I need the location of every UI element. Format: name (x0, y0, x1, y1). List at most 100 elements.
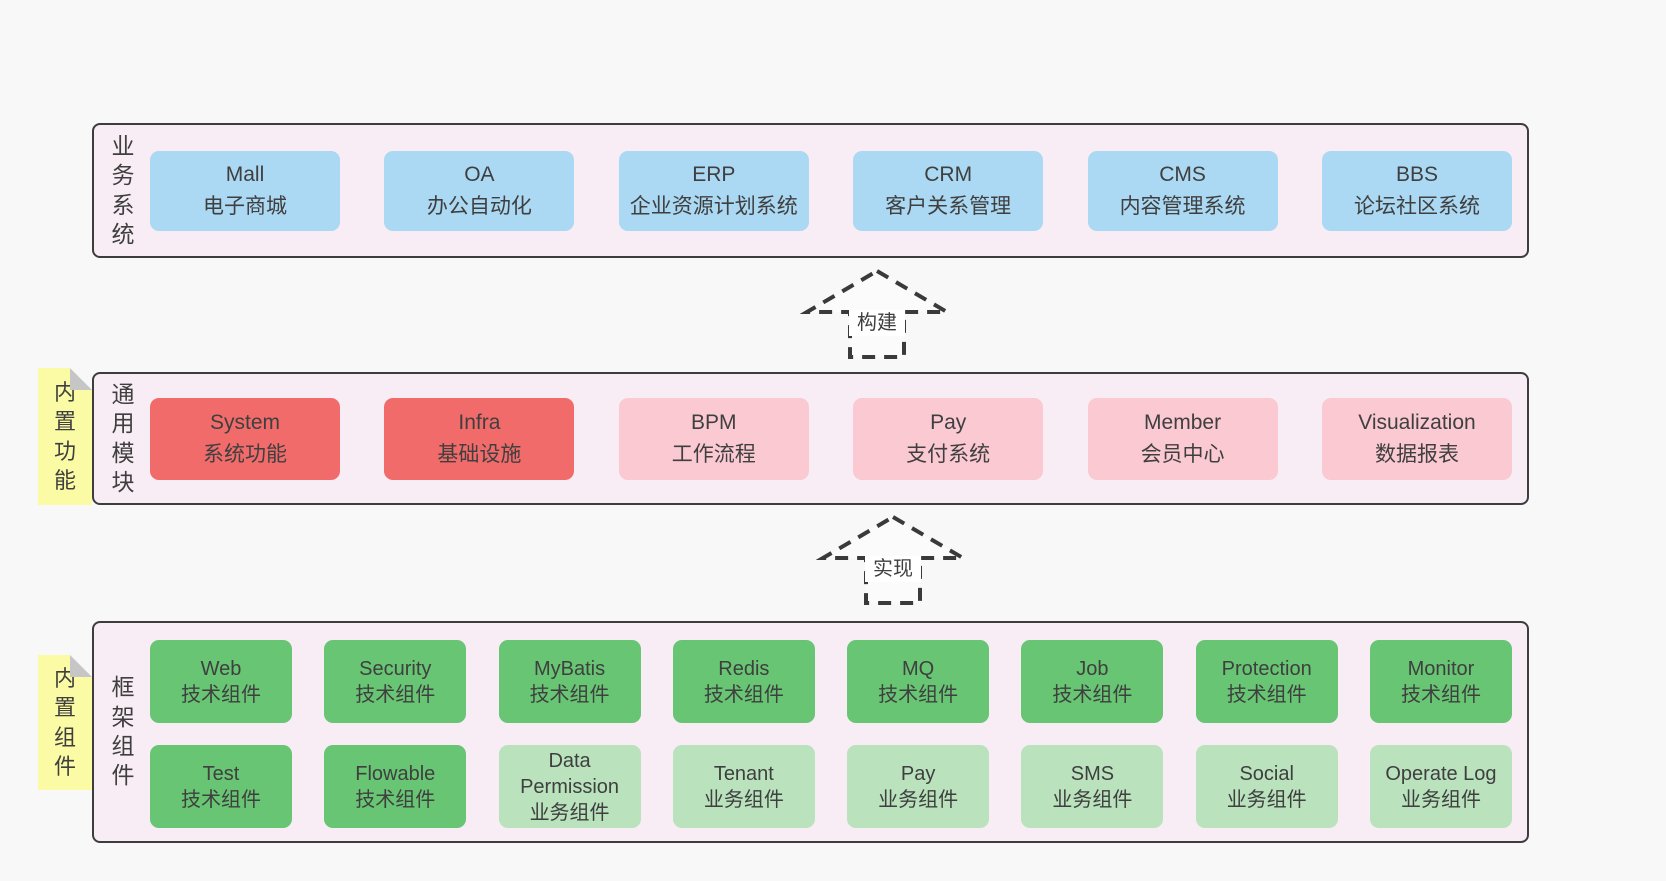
box-subtitle: 技术组件 (529, 683, 610, 706)
box-title: Social (1239, 762, 1294, 785)
framework-components-label-text: 框架组件 (111, 674, 135, 789)
common-modules-label-text: 通用模块 (111, 380, 135, 495)
box-title: Tenant (713, 762, 774, 785)
folded-corner (70, 655, 92, 677)
box-job: Job 技术组件 (1021, 640, 1164, 723)
box-title: Infra (458, 411, 501, 434)
box-title: Web (200, 657, 242, 680)
box-title: MyBatis (534, 657, 606, 680)
box-system: System 系统功能 (150, 397, 340, 480)
box-oa: OA 办公自动化 (384, 150, 575, 231)
framework-components-label: 框架组件 (102, 623, 144, 841)
box-cms: CMS 内容管理系统 (1087, 150, 1278, 231)
box-title: Monitor (1407, 657, 1475, 680)
box-title: MQ (902, 657, 935, 680)
box-subtitle: 系统功能 (203, 442, 287, 466)
box-subtitle: 技术组件 (1400, 683, 1481, 706)
box-subtitle: 企业资源计划系统 (629, 194, 798, 218)
folded-corner (70, 368, 92, 390)
box-protection: Protection 技术组件 (1195, 640, 1338, 723)
box-title: SMS (1070, 762, 1115, 785)
box-title: BPM (691, 411, 737, 434)
box-redis: Redis 技术组件 (672, 640, 815, 723)
box-subtitle: 数据报表 (1374, 442, 1459, 466)
box-subtitle: 电子商城 (203, 194, 287, 218)
box-subtitle: 技术组件 (878, 683, 959, 706)
box-member: Member 会员中心 (1087, 397, 1278, 480)
business-systems-row: Mall 电子商城 OA 办公自动化 ERP 企业资源计划系统 CRM 客户关系… (150, 125, 1512, 256)
box-bpm: BPM 工作流程 (618, 397, 809, 480)
box-subtitle: 业务组件 (1226, 788, 1307, 811)
box-title: Security (359, 657, 432, 680)
framework-row-2: Test 技术组件 Flowable 技术组件 Data Permission … (150, 745, 1512, 828)
box-title: OA (464, 163, 495, 186)
box-title: Data Permission (520, 749, 620, 798)
box-subtitle: 客户关系管理 (885, 194, 1012, 218)
box-data-permission: Data Permission 业务组件 (498, 745, 641, 828)
builtin-features-tag-text: 内置功能 (53, 379, 76, 493)
arrow-label-implement: 实现 (865, 556, 921, 582)
business-systems-label: 业务系统 (102, 125, 144, 256)
box-web: Web 技术组件 (150, 640, 292, 723)
framework-row-1: Web 技术组件 Security 技术组件 MyBatis 技术组件 Redi… (150, 640, 1512, 723)
box-sms: SMS 业务组件 (1021, 745, 1164, 828)
box-title: Protection (1221, 657, 1312, 680)
box-visualization: Visualization 数据报表 (1321, 397, 1512, 480)
box-subtitle: 业务组件 (1052, 788, 1133, 811)
box-social: Social 业务组件 (1195, 745, 1338, 828)
box-subtitle: 技术组件 (181, 788, 261, 811)
common-modules-panel: 通用模块 System 系统功能 Infra 基础设施 BPM 工作流程 Pay… (92, 372, 1529, 505)
arrow-label-build: 构建 (849, 310, 905, 336)
box-subtitle: 业务组件 (529, 801, 610, 824)
box-subtitle: 基础设施 (437, 442, 522, 466)
box-subtitle: 技术组件 (703, 683, 784, 706)
box-subtitle: 工作流程 (671, 442, 756, 466)
builtin-features-tag: 内置功能 (38, 368, 92, 505)
box-title: Operate Log (1385, 762, 1497, 785)
box-title: Mall (225, 163, 265, 186)
box-subtitle: 业务组件 (703, 788, 784, 811)
box-subtitle: 技术组件 (1052, 683, 1133, 706)
builtin-components-tag: 内置组件 (38, 655, 92, 790)
box-subtitle: 业务组件 (1400, 788, 1481, 811)
box-pay-component: Pay 业务组件 (847, 745, 990, 828)
box-subtitle: 会员中心 (1140, 442, 1225, 466)
box-subtitle: 论坛社区系统 (1353, 194, 1480, 218)
box-title: Job (1076, 657, 1109, 680)
box-erp: ERP 企业资源计划系统 (618, 150, 809, 231)
box-title: Visualization (1358, 411, 1476, 434)
box-title: Flowable (355, 762, 436, 785)
box-subtitle: 办公自动化 (426, 194, 532, 218)
box-title: Redis (718, 657, 770, 680)
box-subtitle: 内容管理系统 (1119, 194, 1246, 218)
box-mall: Mall 电子商城 (150, 150, 340, 231)
box-title: Member (1144, 411, 1222, 434)
box-pay-module: Pay 支付系统 (853, 397, 1044, 480)
box-tenant: Tenant 业务组件 (672, 745, 815, 828)
box-monitor: Monitor 技术组件 (1369, 640, 1512, 723)
box-crm: CRM 客户关系管理 (853, 150, 1044, 231)
box-operate-log: Operate Log 业务组件 (1369, 745, 1512, 828)
box-subtitle: 技术组件 (181, 683, 261, 706)
box-title: Test (202, 762, 240, 785)
box-security: Security 技术组件 (324, 640, 467, 723)
box-infra: Infra 基础设施 (384, 397, 575, 480)
box-subtitle: 技术组件 (355, 788, 436, 811)
box-title: CMS (1159, 163, 1206, 186)
box-subtitle: 业务组件 (878, 788, 959, 811)
box-title: Pay (930, 411, 967, 434)
box-mybatis: MyBatis 技术组件 (498, 640, 641, 723)
common-modules-label: 通用模块 (102, 374, 144, 503)
box-title: BBS (1395, 163, 1438, 186)
business-systems-panel: 业务系统 Mall 电子商城 OA 办公自动化 ERP 企业资源计划系统 CRM… (92, 123, 1529, 258)
box-subtitle: 支付系统 (906, 442, 991, 466)
box-title: ERP (692, 163, 736, 186)
box-title: System (209, 411, 280, 434)
box-title: CRM (924, 163, 973, 186)
box-title: Pay (900, 762, 936, 785)
framework-components-panel: 框架组件 Web 技术组件 Security 技术组件 MyBatis 技术组件… (92, 621, 1529, 843)
business-systems-label-text: 业务系统 (111, 132, 135, 247)
builtin-components-tag-text: 内置组件 (53, 665, 76, 779)
box-subtitle: 技术组件 (355, 683, 436, 706)
